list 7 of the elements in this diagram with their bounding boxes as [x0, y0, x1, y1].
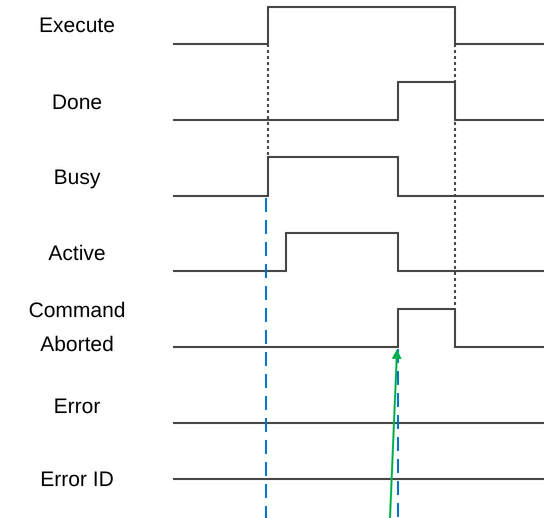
signal-name: Command Aborted — [28, 298, 126, 358]
signal-name: Busy — [52, 165, 102, 191]
signal-name: Error ID — [39, 467, 115, 493]
signal-name: Active — [47, 241, 107, 267]
signal-name: Error — [52, 394, 102, 420]
signal-name: Done — [50, 90, 104, 116]
signal-name: Execute — [38, 13, 116, 39]
